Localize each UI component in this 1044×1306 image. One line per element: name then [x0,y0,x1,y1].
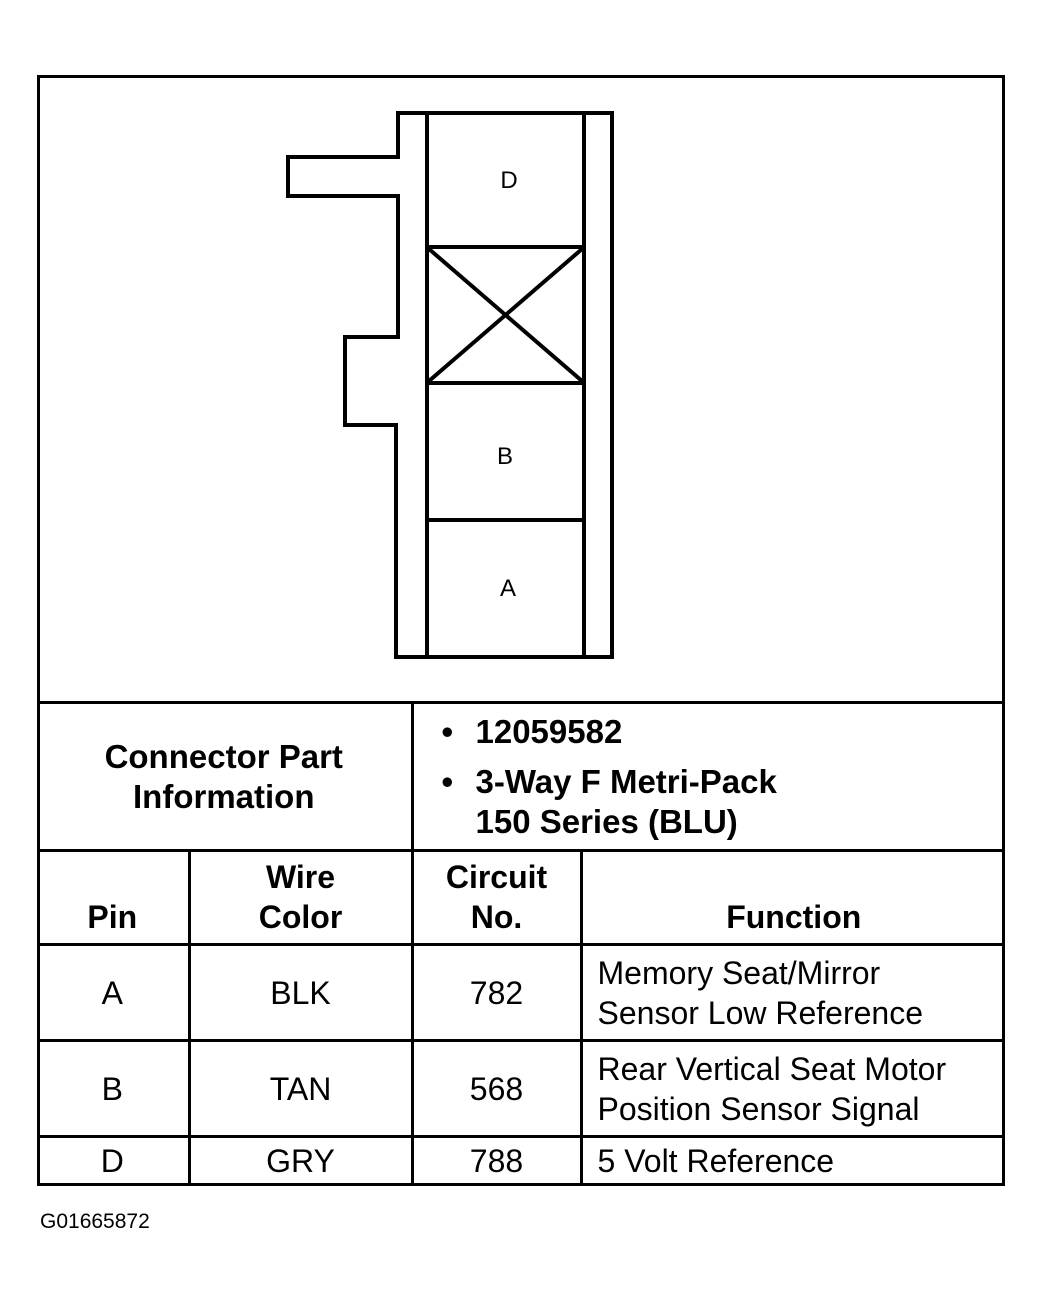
function-cell: Memory Seat/Mirror Sensor Low Reference [579,943,1005,1042]
connector-table: Connector Part Information • 12059582 • … [37,701,1005,1185]
connector-housing-outline [286,111,614,659]
connector-face-diagram: D B A [286,111,614,659]
cavity-label-d: D [500,167,517,194]
part-info-label: Connector Part Information [37,701,414,852]
column-header-pin: Pin [37,849,191,946]
pin-cell: A [37,943,191,1042]
table-row: B TAN 568 Rear Vertical Seat Motor Posit… [37,1039,1005,1138]
circuit-cell: 568 [410,1039,583,1138]
column-header-function: Function [579,849,1005,946]
part-number: • 12059582 [441,712,623,750]
column-header-wire-color: Wire Color [187,849,414,946]
pin-cell: D [37,1135,191,1185]
table-row: A BLK 782 Memory Seat/Mirror Sensor Low … [37,943,1005,1042]
part-info-values: • 12059582 • 3-Way F Metri-Pack 150 Seri… [410,701,1005,852]
part-info-row: Connector Part Information • 12059582 • … [37,701,1005,852]
figure-id: G01665872 [40,1210,150,1233]
column-header-row: Pin Wire Color Circuit No. Function [37,849,1005,946]
diagram-frame [37,75,1005,1186]
wire-color-cell: BLK [187,943,414,1042]
function-cell: Rear Vertical Seat Motor Position Sensor… [579,1039,1005,1138]
circuit-cell: 782 [410,943,583,1042]
connector-type: • 3-Way F Metri-Pack 150 Series (BLU) [441,762,777,840]
wire-color-cell: GRY [187,1135,414,1185]
wire-color-cell: TAN [187,1039,414,1138]
circuit-cell: 788 [410,1135,583,1185]
function-cell: 5 Volt Reference [579,1135,1005,1185]
column-header-circuit: Circuit No. [410,849,583,946]
cavity-label-a: A [500,575,516,602]
blocked-cavity-mark [427,247,584,383]
pin-cell: B [37,1039,191,1138]
cavity-label-b: B [497,443,513,470]
table-row: D GRY 788 5 Volt Reference [37,1135,1005,1185]
